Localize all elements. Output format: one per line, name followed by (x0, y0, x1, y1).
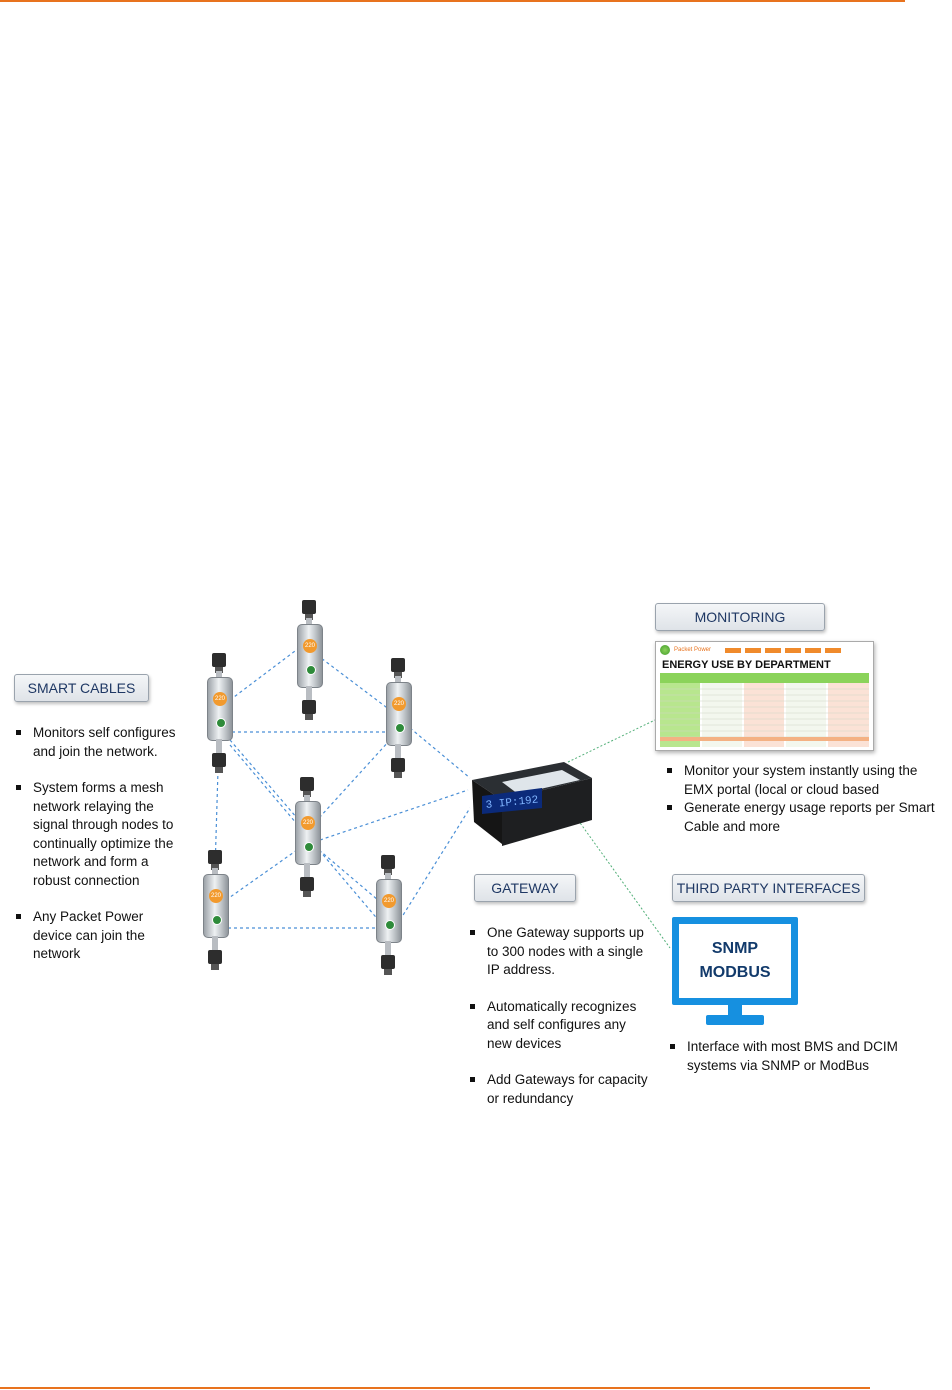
portal-report-title: ENERGY USE BY DEPARTMENT (662, 659, 831, 671)
smart-cable-node: 220 (207, 653, 233, 773)
bullet-item: Monitors self configures and join the ne… (14, 724, 186, 761)
portal-screenshot: Packet Power ENERGY USE BY DEPARTMENT (655, 641, 874, 751)
gateway-bullets: One Gateway supports up to 300 nodes wit… (468, 924, 650, 1108)
smart-cables-bullets: Monitors self configures and join the ne… (14, 724, 186, 964)
status-led-icon (212, 915, 222, 925)
mesh-link (229, 739, 298, 819)
bullet-item: Interface with most BMS and DCIM systems… (668, 1038, 928, 1075)
gateway-label: GATEWAY (474, 874, 576, 902)
mesh-link (316, 654, 391, 711)
node-tag: 220 (209, 889, 223, 903)
bullet-item: Monitor your system instantly using the … (665, 762, 945, 799)
mesh-link (229, 644, 304, 701)
status-led-icon (385, 920, 395, 930)
gateway-device: 3 IP:192 (472, 762, 592, 846)
top-rule (0, 0, 905, 2)
bullet-item: Automatically recognizes and self config… (468, 998, 650, 1054)
smart-cable-node: 220 (297, 600, 323, 720)
screen-line-modbus: MODBUS (699, 964, 771, 981)
mesh-link (225, 849, 298, 901)
mesh-link (318, 739, 391, 819)
status-led-icon (306, 665, 316, 675)
monitoring-bullets: Monitor your system instantly using the … (665, 762, 945, 836)
bullet-item: Any Packet Power device can join the net… (14, 908, 186, 964)
mesh-link (409, 727, 471, 779)
smart-cable-node: 220 (386, 658, 412, 778)
smart-cable-node: 220 (295, 777, 321, 897)
mesh-link (214, 769, 219, 871)
bullet-item: One Gateway supports up to 300 nodes wit… (468, 924, 650, 980)
node-tag: 220 (392, 697, 406, 711)
bullet-item: System forms a mesh network relaying the… (14, 779, 186, 890)
report-table (660, 673, 869, 747)
status-led-icon (216, 718, 226, 728)
monitoring-label: MONITORING (655, 603, 825, 631)
node-tag: 220 (213, 692, 227, 706)
mesh-link (318, 849, 379, 901)
mesh-link (319, 789, 469, 841)
third-party-label: THIRD PARTY INTERFACES (672, 874, 865, 902)
status-led-icon (304, 842, 314, 852)
gateway-display-text: 3 IP:192 (485, 795, 539, 812)
bullet-item: Add Gateways for capacity or redundancy (468, 1071, 650, 1108)
mesh-link (399, 807, 471, 921)
node-tag: 220 (301, 816, 315, 830)
smart-cable-node: 220 (203, 850, 229, 970)
screen-line-snmp: SNMP (711, 940, 759, 957)
node-tag: 220 (382, 894, 396, 908)
bottom-rule (0, 1387, 870, 1389)
smart-cables-label: SMART CABLES (14, 674, 149, 702)
smart-cable-node: 220 (376, 855, 402, 975)
bullet-item: Generate energy usage reports per Smart … (665, 799, 945, 836)
status-led-icon (395, 723, 405, 733)
node-tag: 220 (303, 639, 317, 653)
portal-brand: Packet Power (674, 647, 712, 653)
snmp-monitor-icon: SNMP MODBUS (672, 917, 798, 1029)
gateway-monitor-link (567, 719, 656, 763)
packet-power-logo-icon (660, 645, 670, 655)
third-party-bullets: Interface with most BMS and DCIM systems… (668, 1038, 928, 1075)
